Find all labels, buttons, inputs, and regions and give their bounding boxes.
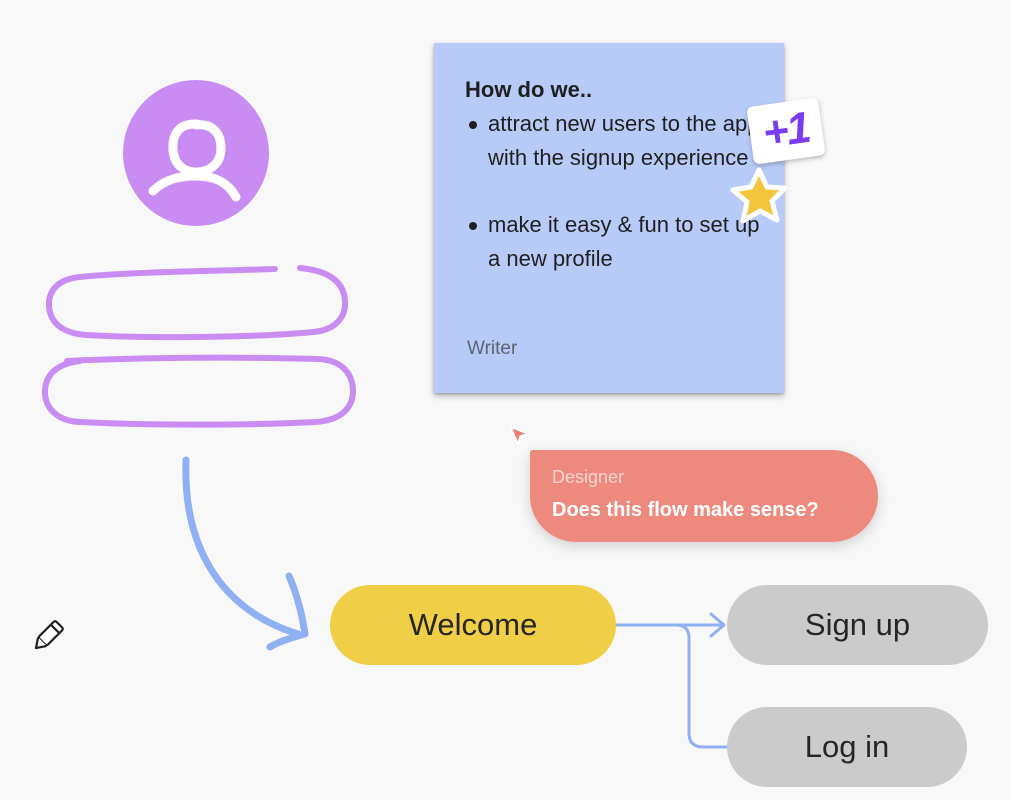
sticky-note-item: attract new users to the app with the si… xyxy=(465,107,764,175)
sticky-note[interactable]: How do we.. attract new users to the app… xyxy=(434,43,784,393)
sticky-note-title: How do we.. xyxy=(465,77,593,102)
log-in-node[interactable]: Log in xyxy=(727,707,967,787)
welcome-node[interactable]: Welcome xyxy=(330,585,616,665)
star-icon[interactable] xyxy=(726,166,788,228)
cursor-pointer-icon xyxy=(510,426,529,445)
sticky-note-item: make it easy & fun to set up a new profi… xyxy=(465,208,764,276)
pencil-icon[interactable] xyxy=(28,616,68,656)
sign-up-node[interactable]: Sign up xyxy=(727,585,988,665)
sketch-arrow xyxy=(182,456,309,651)
arrowhead-signup xyxy=(709,612,726,638)
sticky-note-list: attract new users to the app with the si… xyxy=(465,107,764,276)
flow-connectors xyxy=(614,612,730,749)
sticky-note-author: Writer xyxy=(467,338,518,359)
sketch-input-field-2[interactable] xyxy=(42,354,356,428)
connector-welcome-to-login xyxy=(674,623,730,749)
sketch-input-field-1[interactable] xyxy=(45,265,349,341)
comment-bubble[interactable]: Designer Does this flow make sense? xyxy=(530,450,878,542)
comment-author: Designer xyxy=(552,467,625,487)
comment-text: Does this flow make sense? xyxy=(552,499,819,521)
user-icon xyxy=(148,119,241,202)
plus-one-sticker[interactable]: +1 xyxy=(746,97,826,165)
avatar[interactable] xyxy=(123,80,269,226)
